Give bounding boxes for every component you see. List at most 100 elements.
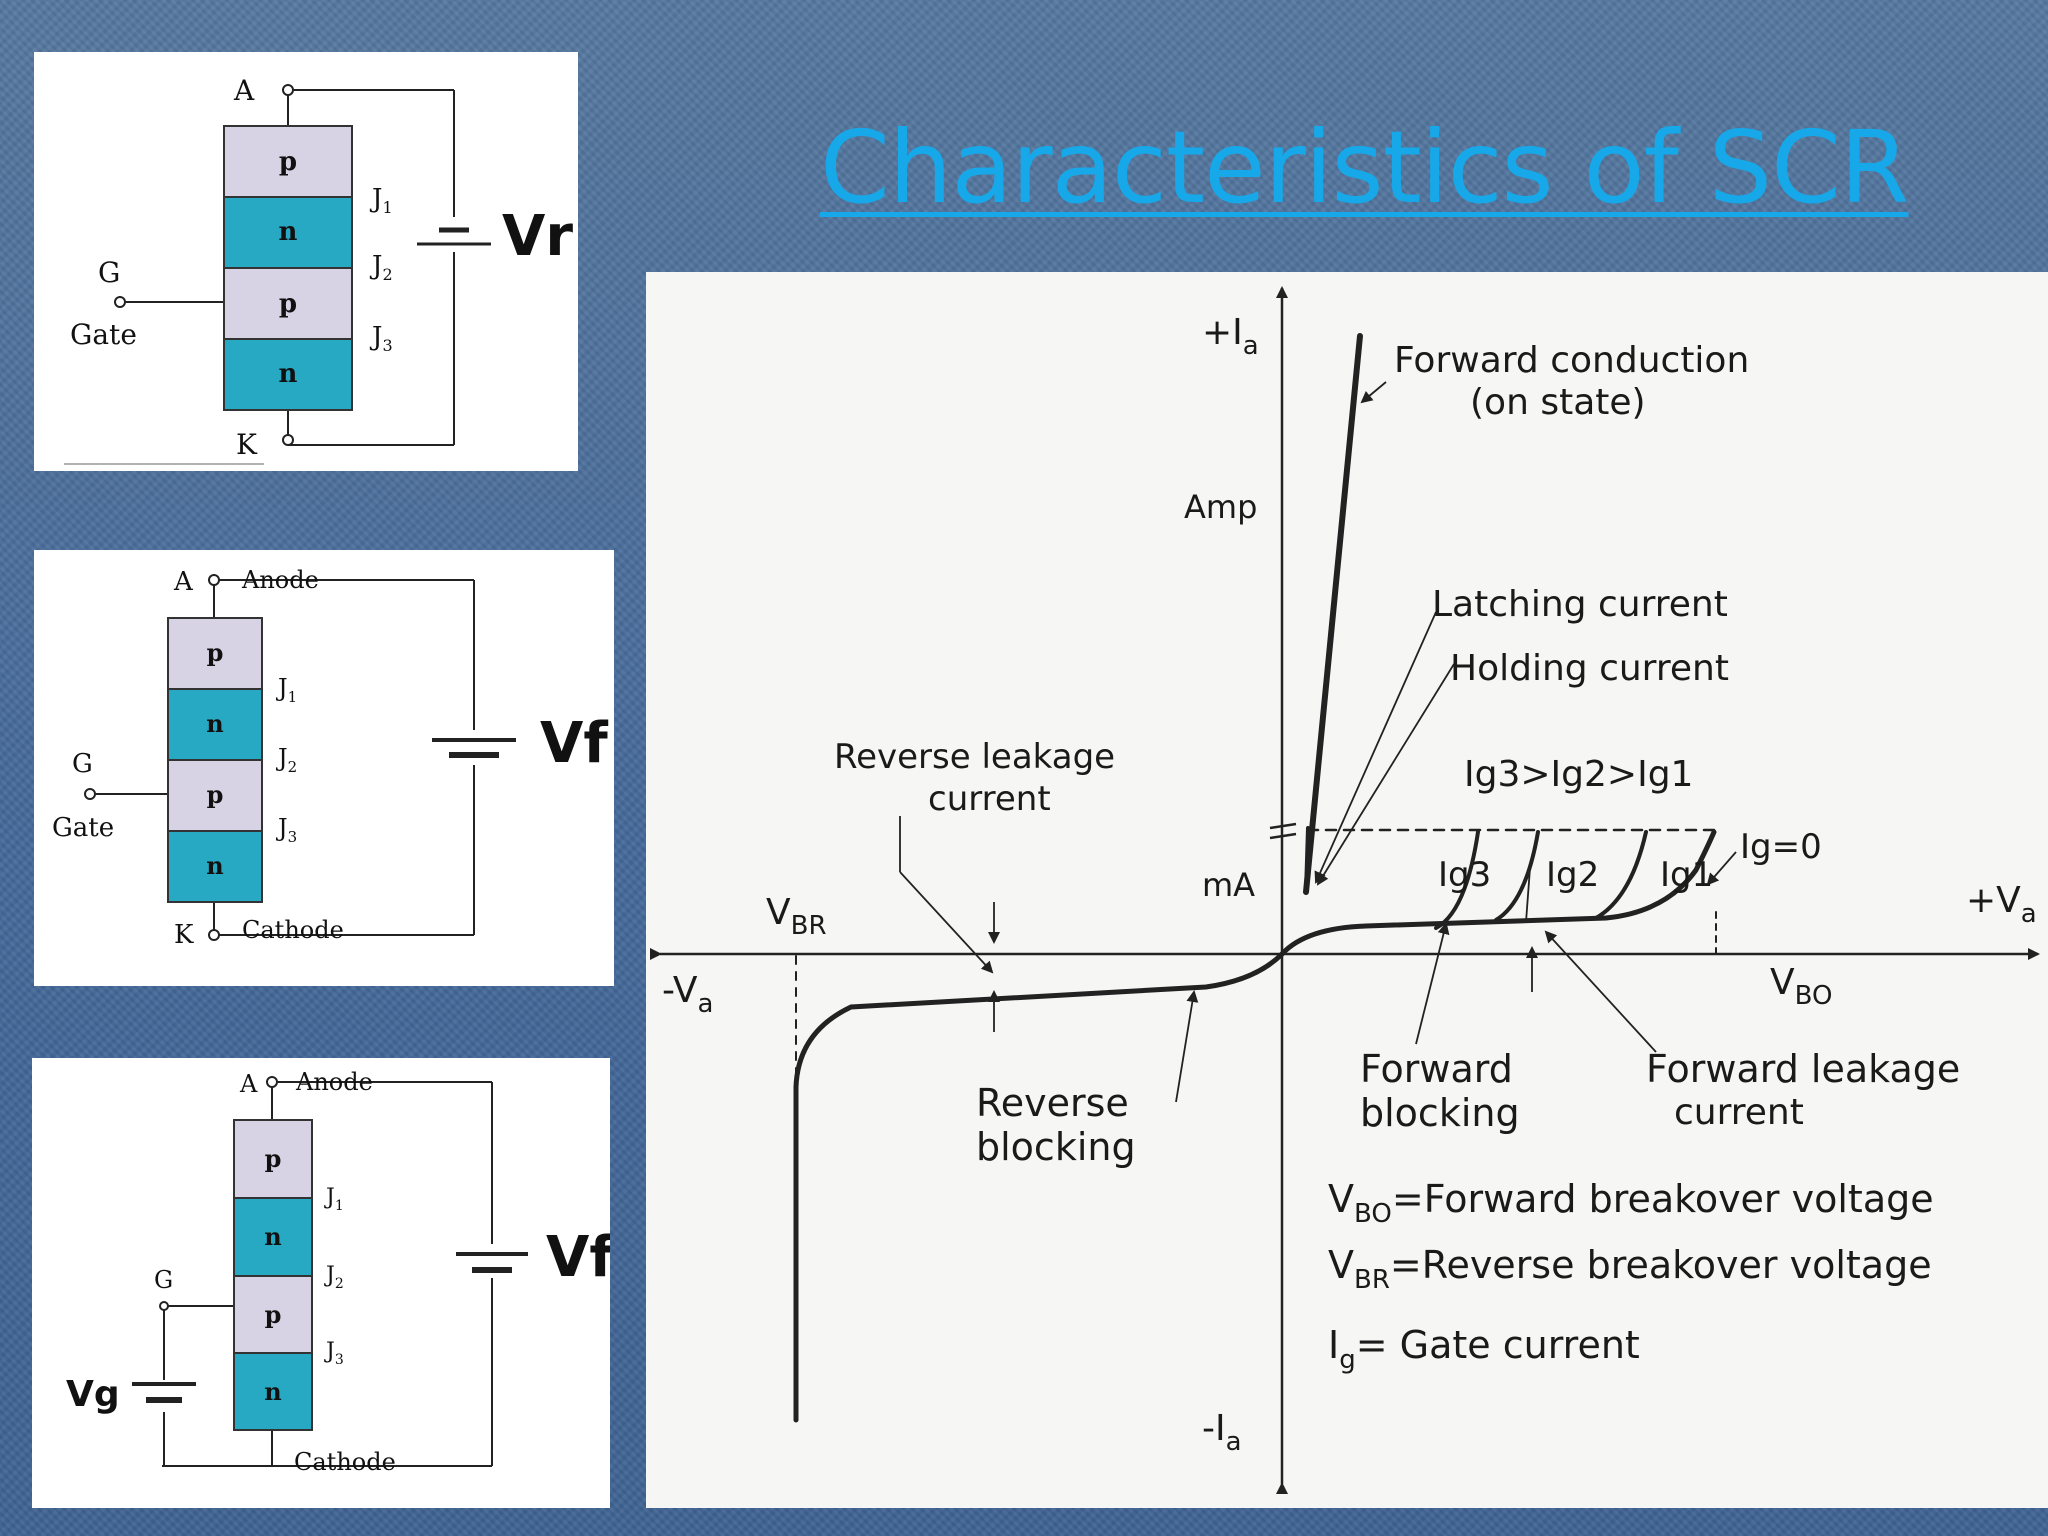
layer-label: n xyxy=(279,217,298,247)
holding-current-leader xyxy=(1316,663,1455,886)
n-layer-bottom xyxy=(167,830,263,903)
forward-blocking-label: Forward xyxy=(1360,1047,1513,1091)
ig0-leader xyxy=(1706,851,1737,886)
junction-label: J3 xyxy=(324,1339,344,1368)
reverse-leakage-leader-tip xyxy=(899,871,994,974)
axis-break-mark xyxy=(1269,832,1297,840)
anode-terminal xyxy=(208,574,220,586)
circuit-gate-trigger-panel: p n p n J1 J2 J3 A Anode Cathode G Vg Vf xyxy=(32,1058,610,1508)
reverse-blocking-leader xyxy=(1175,990,1199,1103)
anode-terminal xyxy=(282,84,294,96)
junction-label: J3 xyxy=(369,322,393,355)
layer-label: n xyxy=(264,1222,281,1251)
layer-label: p xyxy=(265,1144,282,1173)
ig1-curve-label: Ig1 xyxy=(1660,855,1713,895)
forward-leakage-label-2: current xyxy=(1674,1092,1804,1133)
layer-label: n xyxy=(264,1377,281,1406)
junction-label: J2 xyxy=(275,744,297,776)
forward-conduction-label: Forward conduction xyxy=(1394,340,1749,381)
latching-current-leader xyxy=(1314,611,1437,884)
forward-blocking-label-2: blocking xyxy=(1360,1091,1520,1135)
anode-word: Anode xyxy=(241,566,319,594)
cathode-word: Cathode xyxy=(242,916,344,944)
vi-characteristic-graph: +Ia -Ia +Va -Va Amp mA VBR VBO Forward c… xyxy=(650,286,2040,1494)
gate-letter: G xyxy=(98,256,120,289)
n-layer-bottom xyxy=(233,1352,313,1431)
gate-terminal xyxy=(84,788,96,800)
source-label-vr: Vr xyxy=(502,204,573,269)
junction-label: J1 xyxy=(324,1185,344,1214)
gate-curve-ig2 xyxy=(1494,830,1540,922)
gate-terminal xyxy=(114,296,126,308)
cathode-terminal xyxy=(208,929,220,941)
latching-drop-line xyxy=(1304,826,1310,894)
junction-label: J1 xyxy=(369,184,393,217)
layer-label: p xyxy=(279,289,297,319)
source-label-vf: Vf xyxy=(546,1225,610,1290)
cathode-terminal xyxy=(282,434,294,446)
gate-letter: G xyxy=(72,749,93,779)
on-state-label: (on state) xyxy=(1470,382,1646,423)
positive-current-label: +Ia xyxy=(1202,312,1259,361)
layer-label: p xyxy=(207,638,224,667)
gate-letter: G xyxy=(154,1266,173,1294)
forward-blocking-curve-ig0 xyxy=(1279,829,1717,957)
reverse-blocking-label-2: blocking xyxy=(976,1125,1136,1169)
layer-label: n xyxy=(206,851,223,880)
forward-leakage-label: Forward leakage xyxy=(1646,1047,1960,1091)
junction-label: J2 xyxy=(369,251,393,284)
circuit-forward-bias-panel: p n p n J1 J2 J3 A Anode K Cathode G Gat… xyxy=(34,550,614,986)
n-layer-upper xyxy=(233,1197,313,1277)
junction-label: J3 xyxy=(275,814,297,846)
reverse-blocking-label: Reverse xyxy=(976,1081,1129,1125)
negative-current-label: -Ia xyxy=(1202,1408,1242,1457)
forward-conduction-leader xyxy=(1360,381,1387,404)
vbo-axis-label: VBO xyxy=(1770,962,1833,1011)
p-layer-top xyxy=(223,125,353,198)
latching-current-label: Latching current xyxy=(1432,584,1728,625)
anode-word: Anode xyxy=(295,1068,373,1096)
ma-scale-label: mA xyxy=(1202,866,1255,904)
legend-vbr: VBR=Reverse breakover voltage xyxy=(1328,1243,1932,1295)
slide-title: Characteristics of SCR xyxy=(820,109,1909,226)
layer-label: n xyxy=(206,709,223,738)
source-label-vf: Vf xyxy=(540,711,608,776)
ig2-leader xyxy=(1525,867,1531,923)
cathode-word: Cathode xyxy=(294,1448,396,1476)
circuit-forward-bias-diagram: p n p n J1 J2 J3 A Anode K Cathode G Gat… xyxy=(52,566,608,950)
axis-break-mark xyxy=(1269,822,1297,830)
layer-label: p xyxy=(279,147,297,177)
circuit-gate-trigger-diagram: p n p n J1 J2 J3 A Anode Cathode G Vg Vf xyxy=(66,1068,610,1476)
gate-word: Gate xyxy=(52,813,114,843)
reverse-characteristic-curve xyxy=(793,951,1285,1423)
layer-label: p xyxy=(265,1300,282,1329)
anode-letter: A xyxy=(173,567,194,597)
ig2-curve-label: Ig2 xyxy=(1546,855,1599,895)
n-layer-bottom xyxy=(223,338,353,411)
anode-letter: A xyxy=(239,1070,258,1098)
anode-letter: A xyxy=(233,74,255,107)
forward-leakage-leader xyxy=(1544,930,1657,1053)
layer-label: p xyxy=(207,780,224,809)
vi-characteristic-panel: +Ia -Ia +Va -Va Amp mA VBR VBO Forward c… xyxy=(646,272,2048,1508)
vbr-axis-label: VBR xyxy=(766,892,827,941)
layer-label: n xyxy=(279,359,298,389)
anode-terminal xyxy=(266,1076,278,1088)
cathode-letter: K xyxy=(236,428,258,461)
legend-ig: Ig= Gate current xyxy=(1328,1323,1640,1375)
forward-conduction-curve xyxy=(1303,333,1363,895)
circuit-reverse-bias-diagram: p n p n J1 J2 J3 A K G Gate Vr xyxy=(64,74,573,465)
amp-scale-label: Amp xyxy=(1184,488,1257,526)
p-layer-top xyxy=(233,1119,313,1199)
legend-vbo: VBO=Forward breakover voltage xyxy=(1328,1177,1934,1229)
positive-voltage-label: +Va xyxy=(1966,880,2037,929)
ig3-curve-label: Ig3 xyxy=(1438,855,1491,895)
p-layer-gate xyxy=(167,759,263,832)
p-layer-top xyxy=(167,617,263,690)
gate-word: Gate xyxy=(70,318,137,351)
gate-current-order-label: Ig3>Ig2>Ig1 xyxy=(1464,754,1693,795)
cathode-letter: K xyxy=(174,920,194,950)
forward-blocking-leader xyxy=(1415,922,1450,1045)
circuit-reverse-bias-panel: p n p n J1 J2 J3 A K G Gate Vr xyxy=(34,52,578,471)
negative-voltage-label: -Va xyxy=(662,970,713,1019)
